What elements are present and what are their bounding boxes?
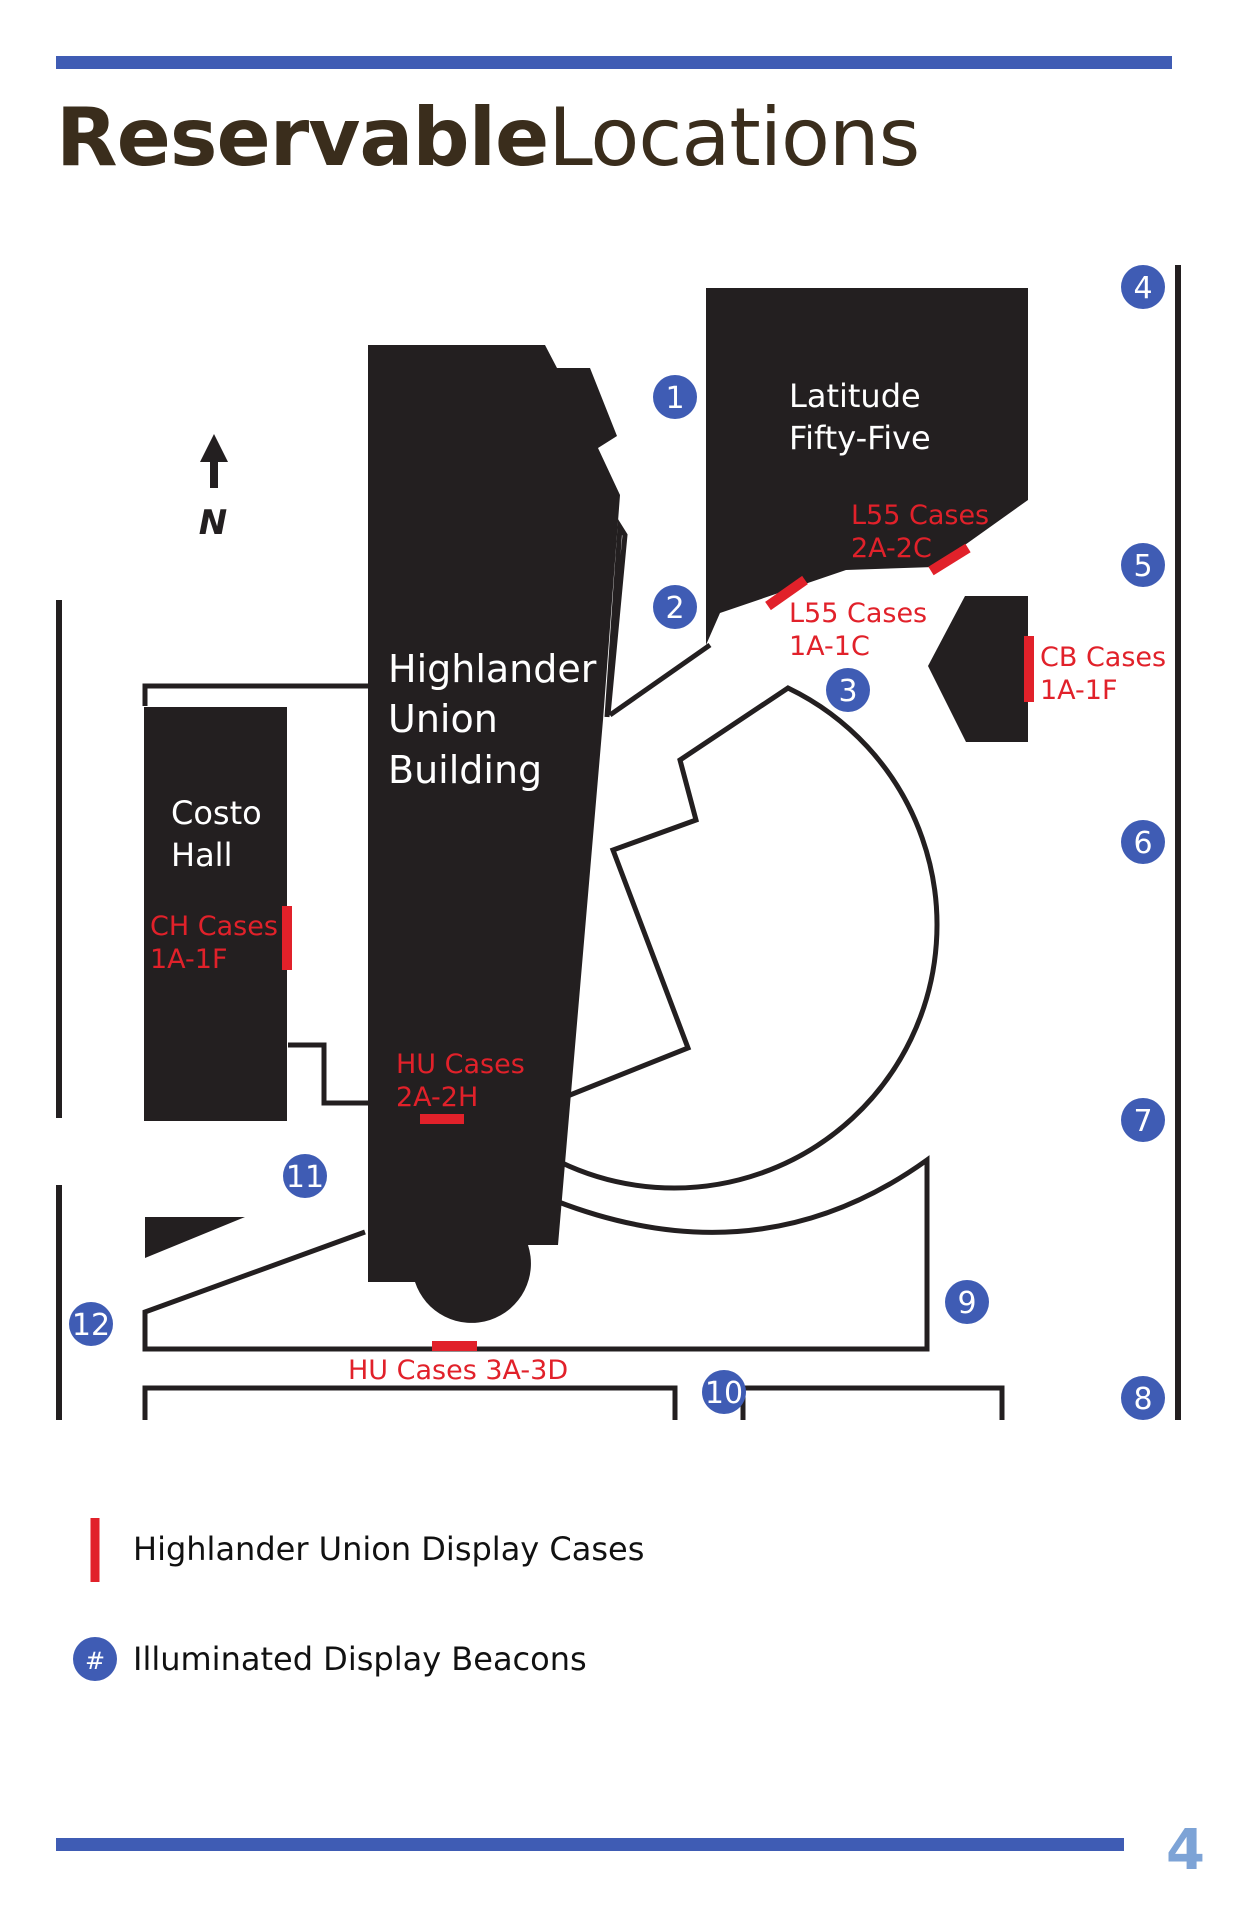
beacon-8[interactable]: 8 (1121, 1376, 1165, 1420)
north-arrow-icon: N (199, 434, 228, 543)
beacon-2[interactable]: 2 (653, 585, 697, 629)
walkway-outlines (142, 519, 1005, 1420)
costo-label-line2: Hall (171, 836, 232, 874)
compass-label: N (199, 503, 227, 543)
case-label-l55-1a-line1: L55 Cases (789, 598, 927, 629)
display-beacons: 1 2 3 4 5 6 7 8 9 10 11 12 (69, 265, 1165, 1420)
beacon-3[interactable]: 3 (826, 668, 870, 712)
beacon-11[interactable]: 11 (283, 1154, 327, 1198)
beacon-6[interactable]: 6 (1121, 820, 1165, 864)
beacon-1[interactable]: 1 (653, 375, 697, 419)
page-title-regular: Locations (548, 91, 920, 184)
highlander-union-building[interactable] (368, 345, 620, 1323)
legend-beacon-symbol: # (85, 1647, 105, 1675)
page-number: 4 (1166, 1818, 1205, 1883)
beacon-7-number: 7 (1133, 1104, 1152, 1139)
highlander-label-line1: Highlander (388, 647, 597, 691)
map-legend: Highlander Union Display Cases # Illumin… (73, 1518, 644, 1681)
beacon-3-number: 3 (838, 674, 857, 709)
beacon-4[interactable]: 4 (1121, 265, 1165, 309)
case-marker-l55-1a[interactable] (765, 575, 808, 611)
case-label-ch-line1: CH Cases (150, 911, 278, 942)
beacon-12[interactable]: 12 (69, 1302, 113, 1346)
beacon-9-number: 9 (957, 1286, 976, 1321)
case-label-ch-line2: 1A-1F (150, 944, 228, 975)
case-label-l55-2a-line1: L55 Cases (851, 500, 989, 531)
costo-hall-building[interactable] (144, 707, 287, 1121)
beacon-9[interactable]: 9 (945, 1280, 989, 1324)
beacon-8-number: 8 (1133, 1382, 1152, 1417)
beacon-1-number: 1 (665, 381, 684, 416)
beacon-10-number: 10 (705, 1376, 743, 1411)
beacon-7[interactable]: 7 (1121, 1098, 1165, 1142)
legend-cases-label: Highlander Union Display Cases (133, 1530, 644, 1568)
latitude-label-line2: Fifty-Five (789, 419, 931, 457)
beacon-4-number: 4 (1133, 271, 1152, 306)
beacon-5[interactable]: 5 (1121, 543, 1165, 587)
page-title-bold: Reservable (56, 91, 549, 184)
beacon-10[interactable]: 10 (702, 1370, 746, 1414)
case-marker-l55-2a[interactable] (928, 543, 971, 576)
beacon-12-number: 12 (72, 1308, 110, 1343)
boundary-lines (56, 265, 1181, 1420)
latitude-fifty-five-building[interactable] (706, 288, 1028, 645)
legend-beacons-label: Illuminated Display Beacons (133, 1640, 587, 1678)
legend-beacon-swatch (73, 1637, 117, 1681)
beacon-11-number: 11 (286, 1160, 324, 1195)
top-accent-bar (56, 56, 1172, 69)
latitude-label-line1: Latitude (789, 377, 921, 415)
beacon-2-number: 2 (665, 591, 684, 626)
display-case-markers (282, 543, 1034, 1351)
case-label-l55-2a-line2: 2A-2C (851, 533, 932, 564)
case-label-hu-2a-line2: 2A-2H (396, 1082, 478, 1113)
highlander-label-line3: Building (388, 748, 542, 792)
beacon-5-number: 5 (1133, 549, 1152, 584)
beacon-6-number: 6 (1133, 826, 1152, 861)
costo-label-line1: Costo (171, 794, 262, 832)
case-label-cb-line2: 1A-1F (1040, 675, 1118, 706)
case-label-hu-3a: HU Cases 3A-3D (348, 1355, 568, 1386)
case-label-cb-line1: CB Cases (1040, 642, 1166, 673)
bottom-accent-bar (56, 1838, 1124, 1851)
cb-building[interactable] (928, 596, 1028, 742)
highlander-label-line2: Union (388, 697, 498, 741)
page-title: ReservableLocations (56, 98, 920, 178)
small-triangle-structure (145, 1217, 245, 1258)
case-label-hu-2a-line1: HU Cases (396, 1049, 525, 1080)
case-label-l55-1a-line2: 1A-1C (789, 631, 870, 662)
